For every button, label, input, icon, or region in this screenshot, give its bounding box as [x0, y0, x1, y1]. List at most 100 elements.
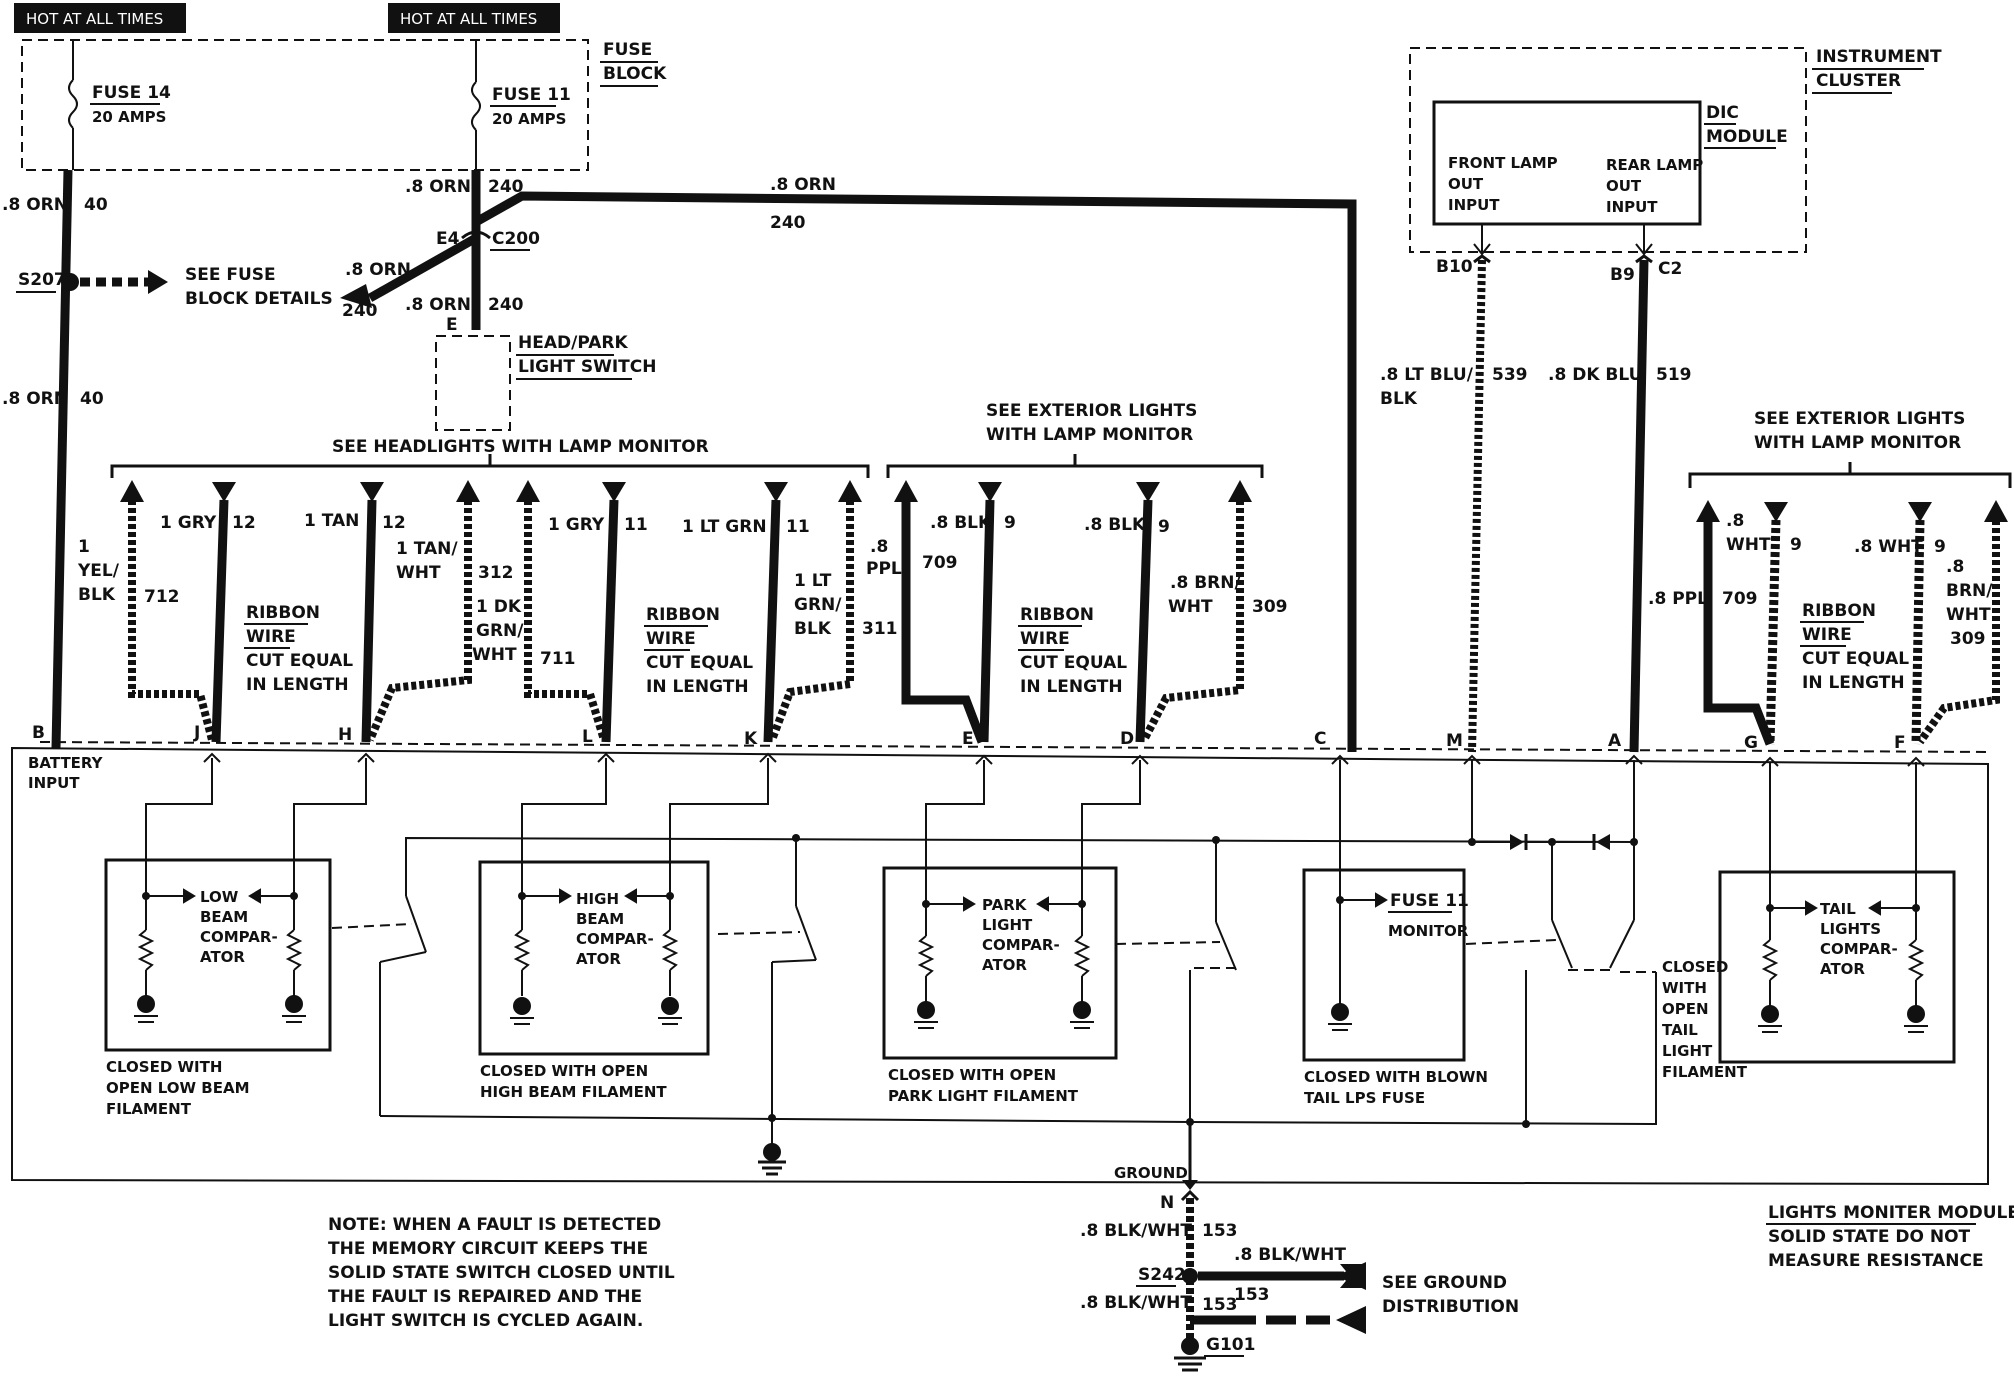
brn-wht2-1: .8 — [1946, 557, 1964, 577]
see-ext1-2: WITH LAMP MONITOR — [986, 425, 1193, 445]
c153b: 153 — [1202, 1295, 1238, 1315]
module-internal-ground-icon — [758, 1143, 786, 1176]
ground-label: GROUND — [1114, 1164, 1188, 1182]
e4-label: E4 — [436, 229, 460, 249]
f11-gauge: .8 ORN — [405, 177, 471, 197]
ribbon-4-c: CUT EQUAL — [1802, 649, 1909, 669]
connector-arrows — [203, 752, 1925, 767]
wht2: .8 WHT — [1854, 537, 1923, 557]
fuse14-rating: 20 AMPS — [92, 108, 166, 126]
high-beam-comparator: HIGH BEAM COMPAR- ATOR — [478, 860, 710, 1056]
fuse-block-title-1: FUSE — [603, 40, 652, 60]
yel-blk-1: 1 — [78, 537, 90, 557]
wire-blk-9b — [1135, 499, 1153, 743]
ribbon-3-b: WIRE — [1020, 629, 1070, 649]
note-4: THE FAULT IS REPAIRED AND THE — [328, 1287, 642, 1307]
pin-b: B — [32, 723, 45, 743]
pin-c2: C2 — [1658, 259, 1682, 279]
c153c: 153 — [1234, 1285, 1270, 1305]
f11-circuit: 240 — [488, 177, 524, 197]
c9b: 9 — [1158, 517, 1170, 537]
wire-709a — [901, 500, 987, 744]
closed-tail-3: OPEN — [1662, 1000, 1709, 1018]
ribbon-1-c: CUT EQUAL — [246, 651, 353, 671]
brn-wht-1: .8 BRN/ — [1170, 573, 1241, 593]
high-beam-4: ATOR — [576, 950, 621, 968]
see-ext2-1: SEE EXTERIOR LIGHTS — [1754, 409, 1965, 429]
wht1-2: WHT — [1726, 535, 1771, 555]
ribbon-1-a: RIBBON — [246, 603, 320, 623]
comparator-input-arrows — [146, 888, 1916, 916]
park-light-comparator: PARK LIGHT COMPAR- ATOR — [882, 866, 1118, 1060]
pin-b9: B9 — [1610, 265, 1635, 285]
tail-lights-4: ATOR — [1820, 960, 1865, 978]
fuse11-monitor: FUSE 11 MONITOR — [1302, 868, 1469, 1062]
w1-circuit: 40 — [84, 195, 108, 215]
closed-tail-6: FILAMENT — [1662, 1063, 1748, 1081]
pin-labels: B J H L K E D C M A G F — [32, 723, 1906, 753]
lt-grn-blk-1: 1 LT — [794, 571, 832, 591]
wire-gry-12 — [211, 499, 229, 743]
dic-1: DIC — [1706, 103, 1739, 123]
ppl-2: PPL — [866, 559, 902, 579]
junction-dots — [142, 892, 1920, 912]
fuse14-name: FUSE 14 — [92, 83, 171, 103]
resistor-ground-symbols — [137, 896, 1925, 1006]
wire-312 — [366, 500, 472, 742]
rear-input-1: REAR LAMP — [1606, 156, 1703, 174]
c711: 711 — [540, 649, 576, 669]
hot-label-right: HOT AT ALL TIMES — [400, 10, 537, 28]
see-ground-1: SEE GROUND — [1382, 1273, 1507, 1293]
tail-lights-1: TAIL — [1820, 900, 1856, 918]
internal-leads — [145, 758, 1917, 908]
closed-low-3: FILAMENT — [106, 1100, 192, 1118]
module-title: LIGHTS MONITER MODULE SOLID STATE DO NOT… — [1766, 1203, 2014, 1271]
top-gauge: .8 ORN — [770, 175, 836, 195]
ppl-1: .8 — [870, 537, 888, 557]
c309a: 309 — [1252, 597, 1288, 617]
hot-at-all-times-left: HOT AT ALL TIMES — [14, 3, 186, 33]
wire-blk-9a — [979, 499, 995, 743]
ribbon-2-c: CUT EQUAL — [646, 653, 753, 673]
ribbon-4-b: WIRE — [1802, 625, 1852, 645]
rear-input-3: INPUT — [1606, 198, 1658, 216]
ribbon-4-d: IN LENGTH — [1802, 673, 1905, 693]
c12a: 12 — [232, 513, 256, 533]
low-beam-3: COMPAR- — [200, 928, 278, 946]
c309b: 309 — [1950, 629, 1986, 649]
ground-arrow-1 — [1336, 1262, 1366, 1290]
c9a: 9 — [1004, 513, 1016, 533]
c200-label: C200 — [492, 229, 540, 249]
dk-grn-wht-2: GRN/ — [476, 621, 524, 641]
lt-grn: 1 LT GRN — [682, 517, 767, 537]
high-beam-3: COMPAR- — [576, 930, 654, 948]
see-headlights: SEE HEADLIGHTS WITH LAMP MONITOR — [332, 437, 709, 457]
closed-fuse-1: CLOSED WITH BLOWN — [1304, 1068, 1488, 1086]
yel-blk-3: BLK — [78, 585, 116, 605]
left-240-arrow — [340, 284, 372, 308]
closed-high-2: HIGH BEAM FILAMENT — [480, 1083, 667, 1101]
fuse-block-title-2: BLOCK — [603, 64, 667, 84]
low-beam-2: BEAM — [200, 908, 248, 926]
see-fuse-2: BLOCK DETAILS — [185, 289, 333, 309]
comparator-ground-bars — [134, 1015, 1928, 1033]
note-3: SOLID STATE SWITCH CLOSED UNTIL — [328, 1263, 675, 1283]
see-ext1-1: SEE EXTERIOR LIGHTS — [986, 401, 1197, 421]
wire-309a — [1140, 500, 1244, 742]
ribbon-1-d: IN LENGTH — [246, 675, 349, 695]
high-beam-2: BEAM — [576, 910, 624, 928]
fuse11-monitor-1: FUSE 11 — [1390, 891, 1469, 911]
c312: 312 — [478, 563, 514, 583]
switch-control-dashes — [331, 923, 1656, 973]
front-input-2: OUT — [1448, 175, 1484, 193]
closed-park-1: CLOSED WITH OPEN — [888, 1066, 1056, 1084]
dic-2: MODULE — [1706, 127, 1788, 147]
pin-h: H — [338, 725, 352, 745]
brn-wht-2: WHT — [1168, 597, 1213, 617]
c12b: 12 — [382, 513, 406, 533]
pin-c: C — [1314, 729, 1326, 749]
ground-bus — [379, 972, 1657, 1126]
w2-circuit: 40 — [80, 389, 104, 409]
ribbon-2-d: IN LENGTH — [646, 677, 749, 697]
rear-input-2: OUT — [1606, 177, 1642, 195]
